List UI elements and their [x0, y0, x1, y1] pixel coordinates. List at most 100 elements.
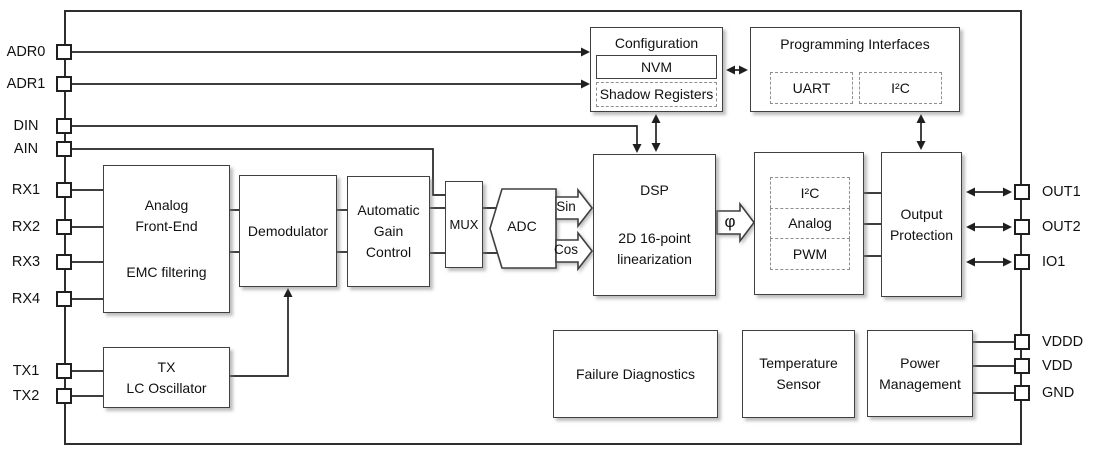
uart-box: UART: [770, 72, 853, 104]
pin-pad-ain: [56, 141, 72, 157]
pin-label-tx1: TX1: [12, 363, 40, 379]
pin-pad-rx3: [56, 254, 72, 270]
pin-pad-out1: [1014, 184, 1030, 200]
shadow-registers-label: Shadow Registers: [599, 86, 714, 102]
pin-pad-rx2: [56, 219, 72, 235]
block-power-management: Power Management: [867, 330, 973, 417]
configuration-title: Configuration: [614, 35, 699, 51]
uart-label: UART: [792, 79, 831, 96]
pin-pad-gnd: [1014, 385, 1030, 401]
pin-label-adr0: ADR0: [6, 44, 46, 60]
pin-pad-tx2: [56, 388, 72, 404]
adc-label: ADC: [507, 218, 537, 234]
block-output-interfaces: I²C Analog PWM: [754, 152, 864, 295]
out2-arrowhead-left: [966, 222, 975, 232]
config-prog-arrowhead-right: [739, 65, 748, 75]
iface-pwm-box: PWM: [770, 239, 850, 270]
afe-line3: EMC filtering: [126, 264, 207, 280]
pin-pad-rx1: [56, 182, 72, 198]
block-automatic-gain-control: Automatic Gain Control: [347, 176, 430, 287]
block-tx-oscillator: TX LC Oscillator: [103, 347, 230, 408]
pin-pad-out2: [1014, 219, 1030, 235]
config-dsp-arrowhead-down: [651, 143, 661, 152]
dsp-title: DSP: [640, 182, 669, 198]
block-mux: MUX: [445, 181, 483, 268]
phi-label: φ: [724, 212, 736, 231]
pin-pad-rx4: [56, 291, 72, 307]
pin-label-out2: OUT2: [1042, 219, 1081, 235]
block-temperature-sensor: Temperature Sensor: [742, 330, 855, 418]
out1-arrowhead-left: [966, 187, 975, 197]
pin-label-rx4: RX4: [11, 291, 41, 307]
dsp-subtitle: 2D 16-point linearization: [617, 230, 692, 267]
iface-i2c-label: I²C: [800, 184, 820, 201]
pin-label-out1: OUT1: [1042, 184, 1081, 200]
block-failure-diagnostics: Failure Diagnostics: [553, 330, 718, 418]
programming-interfaces-title: Programming Interfaces: [780, 36, 930, 52]
adc-shape: [489, 188, 557, 269]
block-output-protection: Output Protection: [881, 152, 962, 297]
pin-pad-io1: [1014, 254, 1030, 270]
nvm-label: NVM: [640, 58, 673, 75]
din-arrowhead: [632, 144, 642, 153]
ain-wire: [72, 148, 445, 196]
pin-label-gnd: GND: [1042, 385, 1075, 401]
pin-label-vddd: VDDD: [1042, 334, 1084, 350]
iface-pwm-label: PWM: [792, 245, 828, 262]
config-prog-arrowhead-left: [726, 65, 735, 75]
prog-outprot-arrowhead-down: [916, 141, 926, 150]
tx-oscillator-line1: TX: [157, 358, 176, 375]
pin-label-rx2: RX2: [11, 219, 41, 235]
cos-arrow: [555, 230, 594, 272]
sin-arrow: [555, 187, 594, 229]
pin-pad-adr0: [56, 44, 72, 60]
pin-label-rx3: RX3: [11, 254, 41, 270]
io1-arrowhead-left: [966, 257, 975, 267]
txosc-demod-wire: [230, 297, 289, 377]
failure-diagnostics-label: Failure Diagnostics: [575, 365, 696, 382]
afe-line1: Analog: [144, 197, 189, 213]
power-management-label: Power Management: [879, 354, 961, 392]
out2-arrowhead-right: [1003, 222, 1012, 232]
block-programming-interfaces: Programming Interfaces UART I²C: [750, 27, 960, 112]
pin-label-adr1: ADR1: [6, 76, 46, 92]
adr1-arrowhead: [581, 79, 590, 89]
block-configuration: Configuration NVM Shadow Registers: [590, 27, 723, 112]
config-dsp-arrowhead-up: [651, 114, 661, 123]
out1-arrowhead-right: [1003, 187, 1012, 197]
pin-label-din: DIN: [13, 118, 39, 134]
prog-i2c-box: I²C: [859, 72, 942, 104]
demodulator-label: Demodulator: [247, 222, 329, 239]
temperature-sensor-label: Temperature Sensor: [759, 355, 838, 392]
output-protection-label: Output Protection: [889, 205, 954, 243]
afe-line2: Front-End: [135, 218, 198, 234]
pin-pad-vdd: [1014, 358, 1030, 374]
pin-pad-vddd: [1014, 334, 1030, 350]
pin-pad-tx1: [56, 363, 72, 379]
cos-label: Cos: [553, 242, 578, 257]
pin-label-io1: IO1: [1042, 254, 1066, 270]
adr0-arrowhead: [581, 47, 590, 57]
pin-pad-adr1: [56, 76, 72, 92]
sin-label: Sin: [556, 199, 576, 214]
pin-label-rx1: RX1: [11, 182, 41, 198]
iface-analog-box: Analog: [770, 208, 850, 239]
nvm-box: NVM: [596, 55, 717, 79]
pin-pad-din: [56, 118, 72, 134]
block-demodulator: Demodulator: [239, 175, 337, 287]
io1-arrowhead-right: [1003, 257, 1012, 267]
block-dsp: DSP 2D 16-point linearization: [593, 154, 716, 296]
din-wire: [72, 125, 638, 145]
txosc-arrowhead: [283, 288, 293, 297]
iface-i2c-box: I²C: [770, 177, 850, 208]
shadow-registers-box: Shadow Registers: [596, 82, 717, 107]
pin-label-vdd: VDD: [1042, 358, 1073, 374]
phi-arrow: [716, 201, 756, 244]
pin-label-ain: AIN: [13, 141, 39, 157]
mux-label: MUX: [449, 217, 479, 232]
pin-label-tx2: TX2: [12, 388, 40, 404]
prog-outprot-arrowhead-up: [916, 114, 926, 123]
block-analog-front-end: Analog Front-End EMC filtering: [103, 165, 230, 313]
